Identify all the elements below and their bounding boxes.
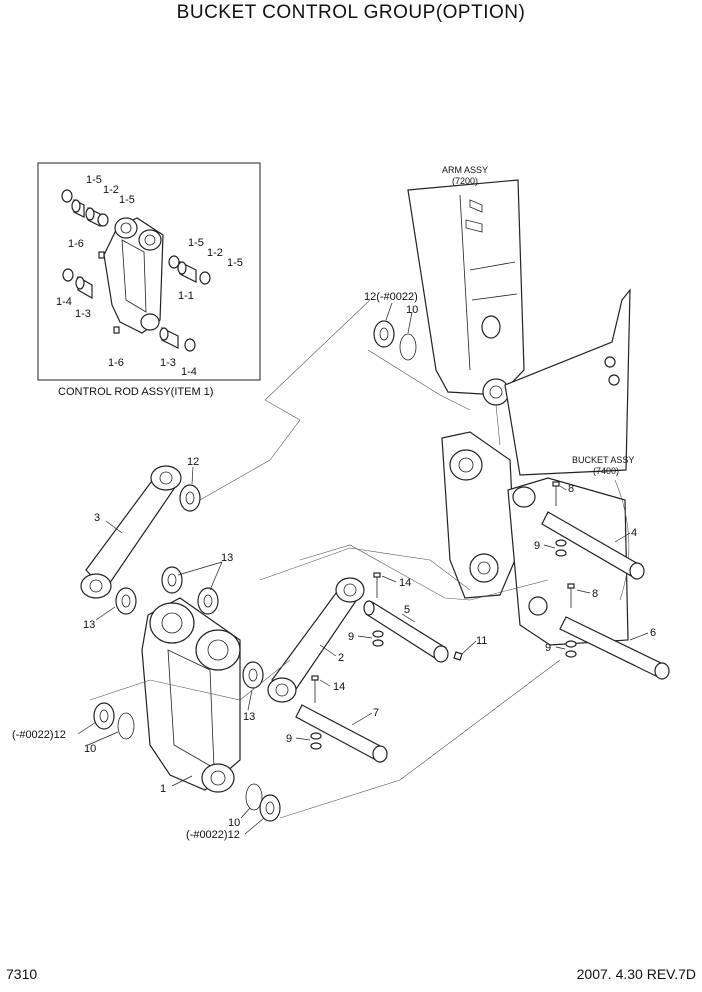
bucket-assy-ref: (7400) [593, 466, 619, 476]
callout-13: 13 [221, 552, 233, 564]
link-part-3 [80, 465, 182, 599]
callout-9: 9 [348, 631, 354, 643]
callout-13: 13 [83, 619, 95, 631]
callout-labels: 12 3 13 13 13 14 5 2 9 11 14 7 9 8 9 4 8… [12, 165, 656, 841]
inset-callout: 1-2 [103, 184, 119, 196]
callout-12: 12 [187, 456, 199, 468]
inset-callout: 1-5 [227, 257, 243, 269]
callout-8: 8 [568, 483, 574, 495]
link-part-2 [267, 577, 365, 703]
callout-7: 7 [373, 707, 379, 719]
leader-lines [77, 302, 649, 835]
callout-8: 8 [592, 588, 598, 600]
pins [295, 511, 670, 763]
bolts-and-nuts [310, 481, 577, 750]
callout-1: 1 [160, 783, 166, 795]
bucket-bracket [441, 431, 630, 646]
callout-13: 13 [243, 711, 255, 723]
inset-callout: 1-3 [160, 357, 176, 369]
arm-assy-ref: (7200) [452, 176, 478, 186]
inset-callout: 1-1 [178, 290, 194, 302]
callout-6: 6 [650, 627, 656, 639]
inset-callout: 1-4 [56, 296, 72, 308]
inset-callout: 1-5 [188, 237, 204, 249]
callout-9: 9 [286, 733, 292, 745]
arm-assembly [407, 179, 631, 476]
callout-12: (-#0022)12 [186, 829, 240, 841]
shims-and-o-rings [93, 320, 417, 822]
page-number: 7310 [6, 966, 38, 982]
callout-11: 11 [476, 635, 487, 647]
callout-12: 12(-#0022) [364, 291, 418, 303]
callout-3: 3 [94, 512, 100, 524]
arm-assy-label: ARM ASSY [442, 165, 488, 175]
inset-callout: 1-6 [108, 357, 124, 369]
callout-2: 2 [338, 652, 344, 664]
inset-callout: 1-6 [68, 238, 84, 250]
callout-9: 9 [545, 642, 551, 654]
callout-10: 10 [84, 743, 96, 755]
callout-14: 14 [399, 577, 411, 589]
callout-4: 4 [631, 527, 637, 539]
inset-callout: 1-2 [207, 247, 223, 259]
inset-caption: CONTROL ROD ASSY(ITEM 1) [58, 386, 213, 398]
inset-box [37, 162, 261, 381]
callout-14: 14 [333, 681, 345, 693]
inset-callout: 1-4 [181, 366, 197, 378]
callout-12: (-#0022)12 [12, 729, 66, 741]
bucket-assy-label: BUCKET ASSY [572, 455, 634, 465]
callout-5: 5 [404, 604, 410, 616]
callout-9: 9 [534, 540, 540, 552]
callout-10: 10 [406, 304, 418, 316]
revision-date: 2007. 4.30 REV.7D [576, 966, 696, 982]
control-rod-part-1 [141, 597, 241, 793]
page-title: BUCKET CONTROL GROUP(OPTION) [176, 2, 526, 23]
assembly-phantom-lines [89, 299, 561, 819]
inset-callout: 1-5 [119, 194, 135, 206]
callout-10: 10 [228, 817, 240, 829]
inset-callout: 1-5 [86, 174, 102, 186]
inset-callout: 1-3 [75, 308, 91, 320]
